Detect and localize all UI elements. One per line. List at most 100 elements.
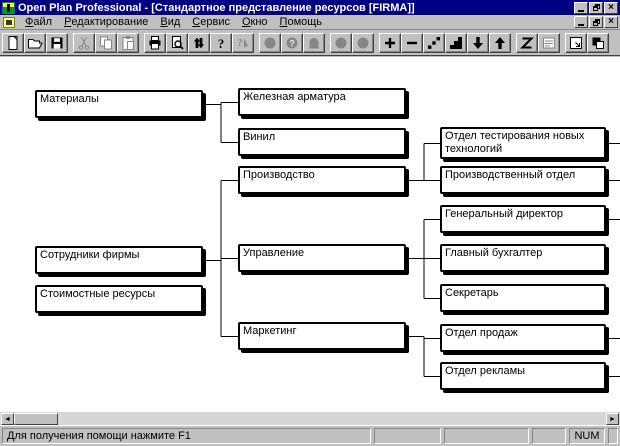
- zigzag-icon: [520, 37, 534, 48]
- minimize-icon: [578, 9, 584, 12]
- arrow-down-button[interactable]: [467, 32, 489, 53]
- plus-button[interactable]: [379, 32, 401, 53]
- resource-node-otdel-reklamy[interactable]: Отдел рекламы: [440, 362, 606, 390]
- app-icon[interactable]: [2, 1, 15, 14]
- resource-node-label: Главный бухгалтер: [445, 247, 543, 259]
- steps-button[interactable]: [445, 32, 467, 53]
- status-panel-2: [444, 428, 529, 444]
- context-help-button: ?: [232, 32, 254, 53]
- status-panel-1: [374, 428, 441, 444]
- new-document-button[interactable]: [2, 32, 24, 53]
- scrollbar-thumb[interactable]: [14, 413, 58, 425]
- save-floppy-button[interactable]: [46, 32, 68, 53]
- window-fit-button[interactable]: [565, 32, 587, 53]
- close-icon: ×: [608, 1, 614, 13]
- open-folder-button[interactable]: [24, 32, 46, 53]
- minimize-button[interactable]: [574, 1, 588, 14]
- document-minimize-button[interactable]: [574, 16, 588, 28]
- resource-arch-button: [303, 32, 325, 53]
- resource-circle-icon: [264, 37, 276, 48]
- resource-node-glavbuh[interactable]: Главный бухгалтер: [440, 244, 606, 272]
- help-question-button[interactable]: ?: [210, 32, 232, 53]
- resource-node-label: Железная арматура: [243, 91, 346, 103]
- svg-text:?: ?: [289, 38, 295, 48]
- zigzag-button[interactable]: [516, 32, 538, 53]
- status-panel-3: [532, 428, 566, 444]
- copy-pages-button: [95, 32, 117, 53]
- title-bar[interactable]: Open Plan Professional - [Стандартное пр…: [0, 0, 620, 15]
- cut-scissors-button: [73, 32, 95, 53]
- context-help-icon: ?: [238, 38, 249, 49]
- toolbar-group-1: [2, 32, 68, 53]
- resource-node-label: Материалы: [40, 93, 99, 105]
- resource-node-gendir[interactable]: Генеральный директор: [440, 205, 606, 233]
- toolbar-group-2: [73, 32, 139, 53]
- restore-button[interactable]: [589, 1, 603, 14]
- resource-node-label: Стоимостные ресурсы: [40, 288, 156, 300]
- resource-node-marketing[interactable]: Маркетинг: [238, 322, 406, 350]
- notes-button: [538, 32, 560, 53]
- resource-node-label: Секретарь: [445, 287, 499, 299]
- arrow-up-button[interactable]: [489, 32, 511, 53]
- save-floppy-icon: [51, 37, 63, 48]
- print-preview-icon: [172, 35, 184, 50]
- minus-icon: [407, 41, 417, 44]
- resource-circle-button: [259, 32, 281, 53]
- refresh-arrows-icon: [193, 37, 205, 48]
- copy-pages-icon: [100, 36, 112, 49]
- resource-circle-button: [352, 32, 374, 53]
- document-restore-button[interactable]: [589, 16, 603, 28]
- cut-scissors-icon: [78, 36, 90, 50]
- resource-node-zheleznaya[interactable]: Железная арматура: [238, 88, 406, 116]
- resource-node-proizvodstvo[interactable]: Производство: [238, 166, 406, 194]
- refresh-arrows-button[interactable]: [188, 32, 210, 53]
- toolbar-group-7: [516, 32, 560, 53]
- resource-node-label: Отдел продаж: [445, 327, 518, 339]
- resource-node-stoimostnye[interactable]: Стоимостные ресурсы: [35, 285, 203, 313]
- window-cascade-icon: [592, 37, 604, 49]
- resource-node-sotrudniki[interactable]: Сотрудники фирмы: [35, 246, 203, 274]
- paste-clipboard-icon: [122, 35, 134, 50]
- resource-node-sekretar[interactable]: Секретарь: [440, 284, 606, 312]
- close-icon: ×: [608, 16, 614, 27]
- minimize-icon: [578, 24, 584, 26]
- printer-button[interactable]: [144, 32, 166, 53]
- resource-node-otdel-test[interactable]: Отдел тестирования новых технологий: [440, 127, 606, 159]
- scroll-right-icon: ►: [609, 415, 616, 423]
- arrow-up-icon: [495, 36, 505, 49]
- close-button[interactable]: ×: [604, 1, 618, 14]
- scroll-left-button[interactable]: ◄: [1, 413, 14, 425]
- resource-node-label: Производственный отдел: [445, 169, 576, 181]
- num-lock-indicator: NUM: [569, 428, 605, 444]
- minus-button[interactable]: [401, 32, 423, 53]
- resource-node-proizv-otdel[interactable]: Производственный отдел: [440, 166, 606, 194]
- restore-icon: [592, 18, 600, 26]
- resource-node-materialy[interactable]: Материалы: [35, 90, 203, 118]
- resource-node-label: Отдел рекламы: [445, 365, 526, 377]
- scroll-right-button[interactable]: ►: [606, 413, 619, 425]
- resource-circle-icon: [357, 37, 369, 48]
- link-nodes-button[interactable]: [423, 32, 445, 53]
- horizontal-scrollbar[interactable]: ◄ ►: [0, 411, 620, 425]
- notes-icon: [543, 37, 555, 48]
- printer-icon: [149, 35, 161, 49]
- print-preview-button[interactable]: [166, 32, 188, 53]
- resource-node-vinil[interactable]: Винил: [238, 128, 406, 156]
- child-window-icon[interactable]: [3, 16, 15, 28]
- resource-node-otdel-prodazh[interactable]: Отдел продаж: [440, 324, 606, 352]
- window-title: Open Plan Professional - [Стандартное пр…: [18, 1, 415, 14]
- toolbar-group-3: ??: [144, 32, 254, 53]
- document-close-button[interactable]: ×: [604, 16, 618, 28]
- resource-node-upravlenie[interactable]: Управление: [238, 244, 406, 272]
- svg-text:?: ?: [238, 38, 243, 49]
- window-cascade-button[interactable]: [587, 32, 609, 53]
- arrow-down-icon: [473, 36, 483, 49]
